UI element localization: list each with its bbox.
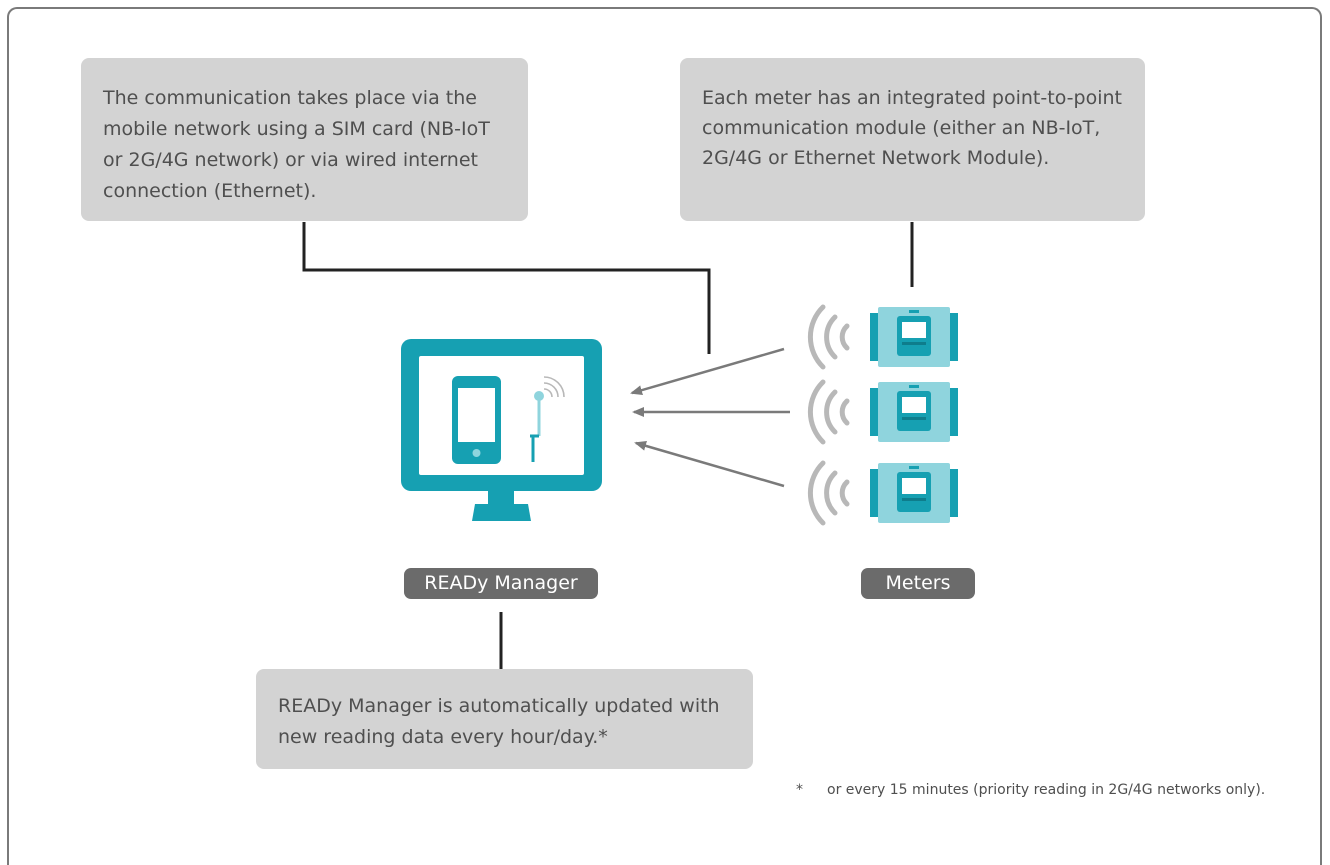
meter-icon [870,463,958,523]
smartphone-icon [452,376,501,464]
label-meters: Meters [861,568,975,599]
meter-icon [870,382,958,442]
wireless-signal-icon [810,307,847,367]
footnote-marker: * [796,782,803,798]
wireless-signal-icon [810,463,847,523]
label-ready-manager: READy Manager [404,568,598,599]
footnote: * or every 15 minutes (priority reading i… [796,782,1265,798]
footnote-text: or every 15 minutes (priority reading in… [827,782,1266,798]
note-communication: The communication takes place via the mo… [81,58,528,221]
diagram-frame [7,7,1322,865]
note-meter-module: Each meter has an integrated point-to-po… [680,58,1145,221]
arrow-meter-3 [634,440,785,488]
wireless-signal-icon [810,382,847,442]
monitor-icon [401,339,602,521]
antenna-icon [530,376,565,462]
connector-communication [302,222,711,354]
meter-icon [870,307,958,367]
arrow-meter-1 [630,347,785,396]
note-manager-update: READy Manager is automatically updated w… [256,669,753,769]
